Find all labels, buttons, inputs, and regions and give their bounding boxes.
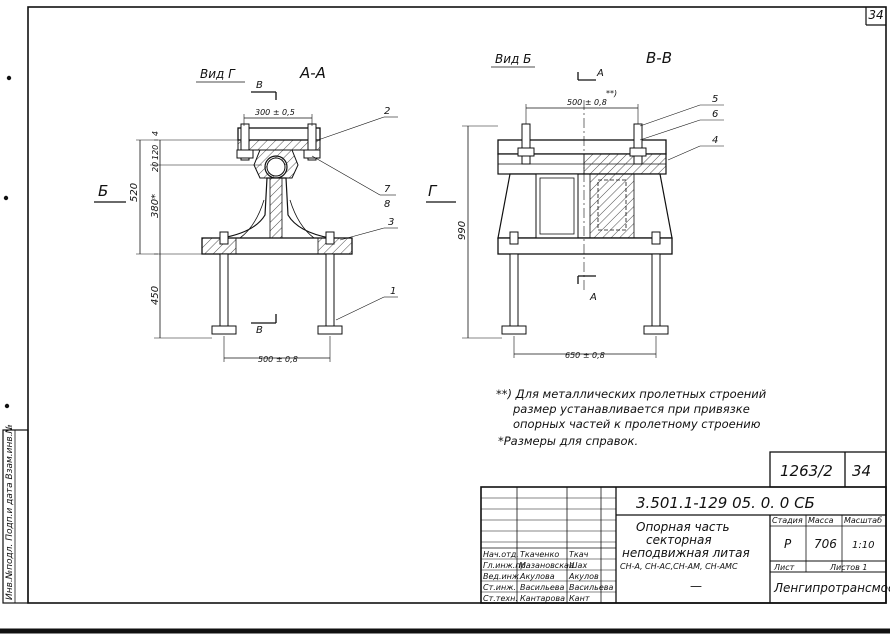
person-2: Мазановская [519,561,574,570]
note-line-4: *Размеры для справок. [498,434,638,448]
callout-1: 1 [390,286,396,297]
cut-a-top: А [596,68,604,79]
marker-b: Б [98,182,108,200]
side-stamp-text: Инв.№подл. Подп.и дата Взам.инв.№ [5,424,15,600]
notes: **) Для металлических пролетных строений… [496,387,767,448]
col-stage: Стадия [772,516,803,525]
punch-mark [4,403,10,409]
callout-3: 3 [388,217,394,228]
callout-2: 2 [384,106,390,117]
name-line-1: Опорная часть [636,520,730,534]
sheet-box: 34 [852,462,871,480]
callout-7: 7 [384,184,391,195]
signature-4: Васильева [569,583,613,592]
stage-value: Р [784,537,792,551]
right-view: Вид Б В-В А **) [426,49,724,360]
side-stamp [2,429,29,604]
callout-4: 4 [712,135,718,146]
title-block: 1263/2 34 3.501.1-129 05. 0. 0 СБ Опорна… [480,451,890,604]
dim-bottom-left: 500 ± 0,8 [258,355,298,364]
person-4: Васильева [520,583,564,592]
signature-2: Шах [569,561,587,570]
dim-450: 450 [150,286,161,305]
cut-v-top: В [256,80,263,91]
person-5: Кантарова [520,594,565,603]
organization: Ленгипротрансмост [773,581,890,595]
signature-5: Кант [569,594,590,603]
cut-a-bottom: А [589,292,597,303]
note-line-1: **) Для металлических пролетных строений [496,387,767,401]
note-line-3: опорных частей к пролетному строению [513,417,761,431]
name-line-2: секторная [646,533,712,547]
view-g-label: Вид Г [200,67,236,81]
dim-top-right: 500 ± 0,8 [567,98,607,107]
name-line-3: неподвижная литая [622,546,750,560]
mass-value: 706 [814,537,837,551]
col-scale: Масштаб [844,516,882,525]
marker-g: Г [428,182,438,200]
signature-1: Ткач [569,550,589,559]
view-b-label: Вид Б [495,52,531,66]
dim-380: 380* [150,194,161,218]
doc-code: 3.501.1-129 05. 0. 0 СБ [636,494,815,512]
note-line-2: размер устанавливается при привязке [512,402,750,416]
sheets-label: Листов 1 [829,563,868,572]
dim-top-left: 300 ± 0,5 [255,108,295,117]
dim-990: 990 [457,221,468,240]
title-dash: — [690,579,702,593]
callout-6: 6 [712,109,718,120]
section-aa-label: А-А [299,64,326,82]
person-3: Акулова [519,572,555,581]
role-5: Ст.техн. [483,594,518,603]
person-1: Ткаченко [520,550,559,559]
role-4: Ст.инж. [483,583,516,592]
left-view: Вид Г А-А В [94,64,398,364]
name-line-4: СН-А, СН-АС,СН-АМ, СН-АМС [620,562,738,571]
punch-mark [3,195,9,201]
cut-v-bottom: В [256,325,263,336]
dim-120: 120 [151,145,160,160]
role-2: Гл.инж.пр. [483,561,528,570]
dim-20: 20 [151,162,160,172]
designation-box: 1263/2 [780,462,833,480]
col-mass: Масса [808,516,834,525]
drawing-frame [27,6,887,604]
callout-5: 5 [712,94,718,105]
section-vv-label: В-В [646,49,672,67]
dim-4: 4 [151,131,160,136]
double-star: **) [606,89,617,98]
dim-bottom-right: 650 ± 0,8 [565,351,605,360]
punch-mark [6,75,12,81]
sheet-label: Лист [773,563,795,572]
dim-520: 520 [129,183,140,202]
callout-8: 8 [384,199,390,210]
role-3: Вед.инж. [483,572,522,581]
signature-3: Акулов [568,572,599,581]
page-corner-number: 34 [868,8,883,22]
role-1: Нач.отд. [483,550,519,559]
scale-value: 1:10 [852,540,874,551]
